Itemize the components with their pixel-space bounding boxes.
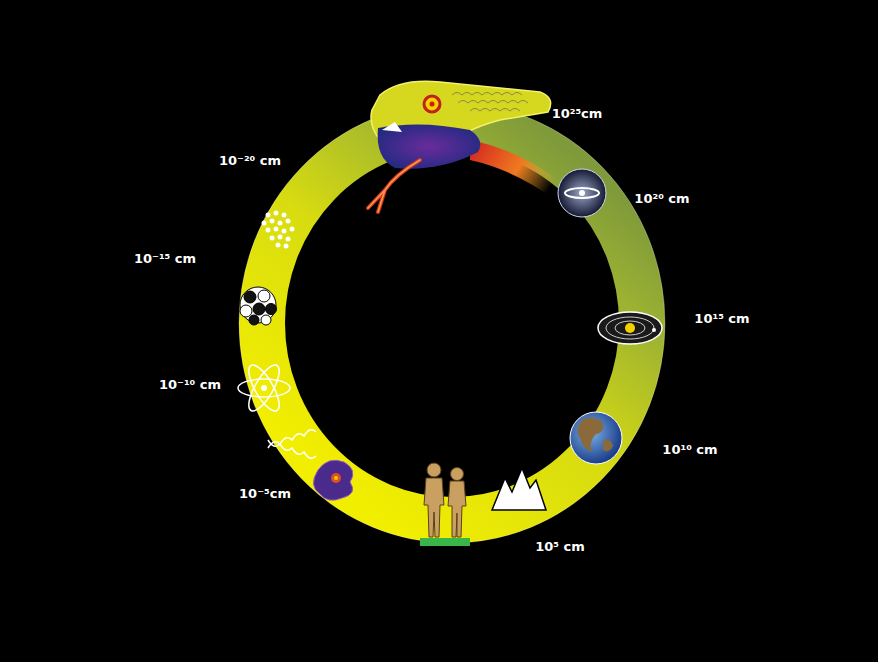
scale-label: 10⁻²⁰ cm: [219, 153, 281, 168]
scale-label: 10²⁵cm: [552, 106, 603, 121]
scale-label: 10⁻¹⁵ cm: [134, 251, 196, 266]
scale-label: 10²⁰ cm: [634, 191, 689, 206]
scale-label: 10⁻⁵cm: [239, 486, 291, 501]
scale-label: 10¹⁰ cm: [662, 442, 717, 457]
scale-label: 10¹⁵ cm: [694, 311, 749, 326]
scale-label: 10⁵ cm: [535, 539, 585, 554]
scale-label: 10⁻¹⁰ cm: [159, 377, 221, 392]
